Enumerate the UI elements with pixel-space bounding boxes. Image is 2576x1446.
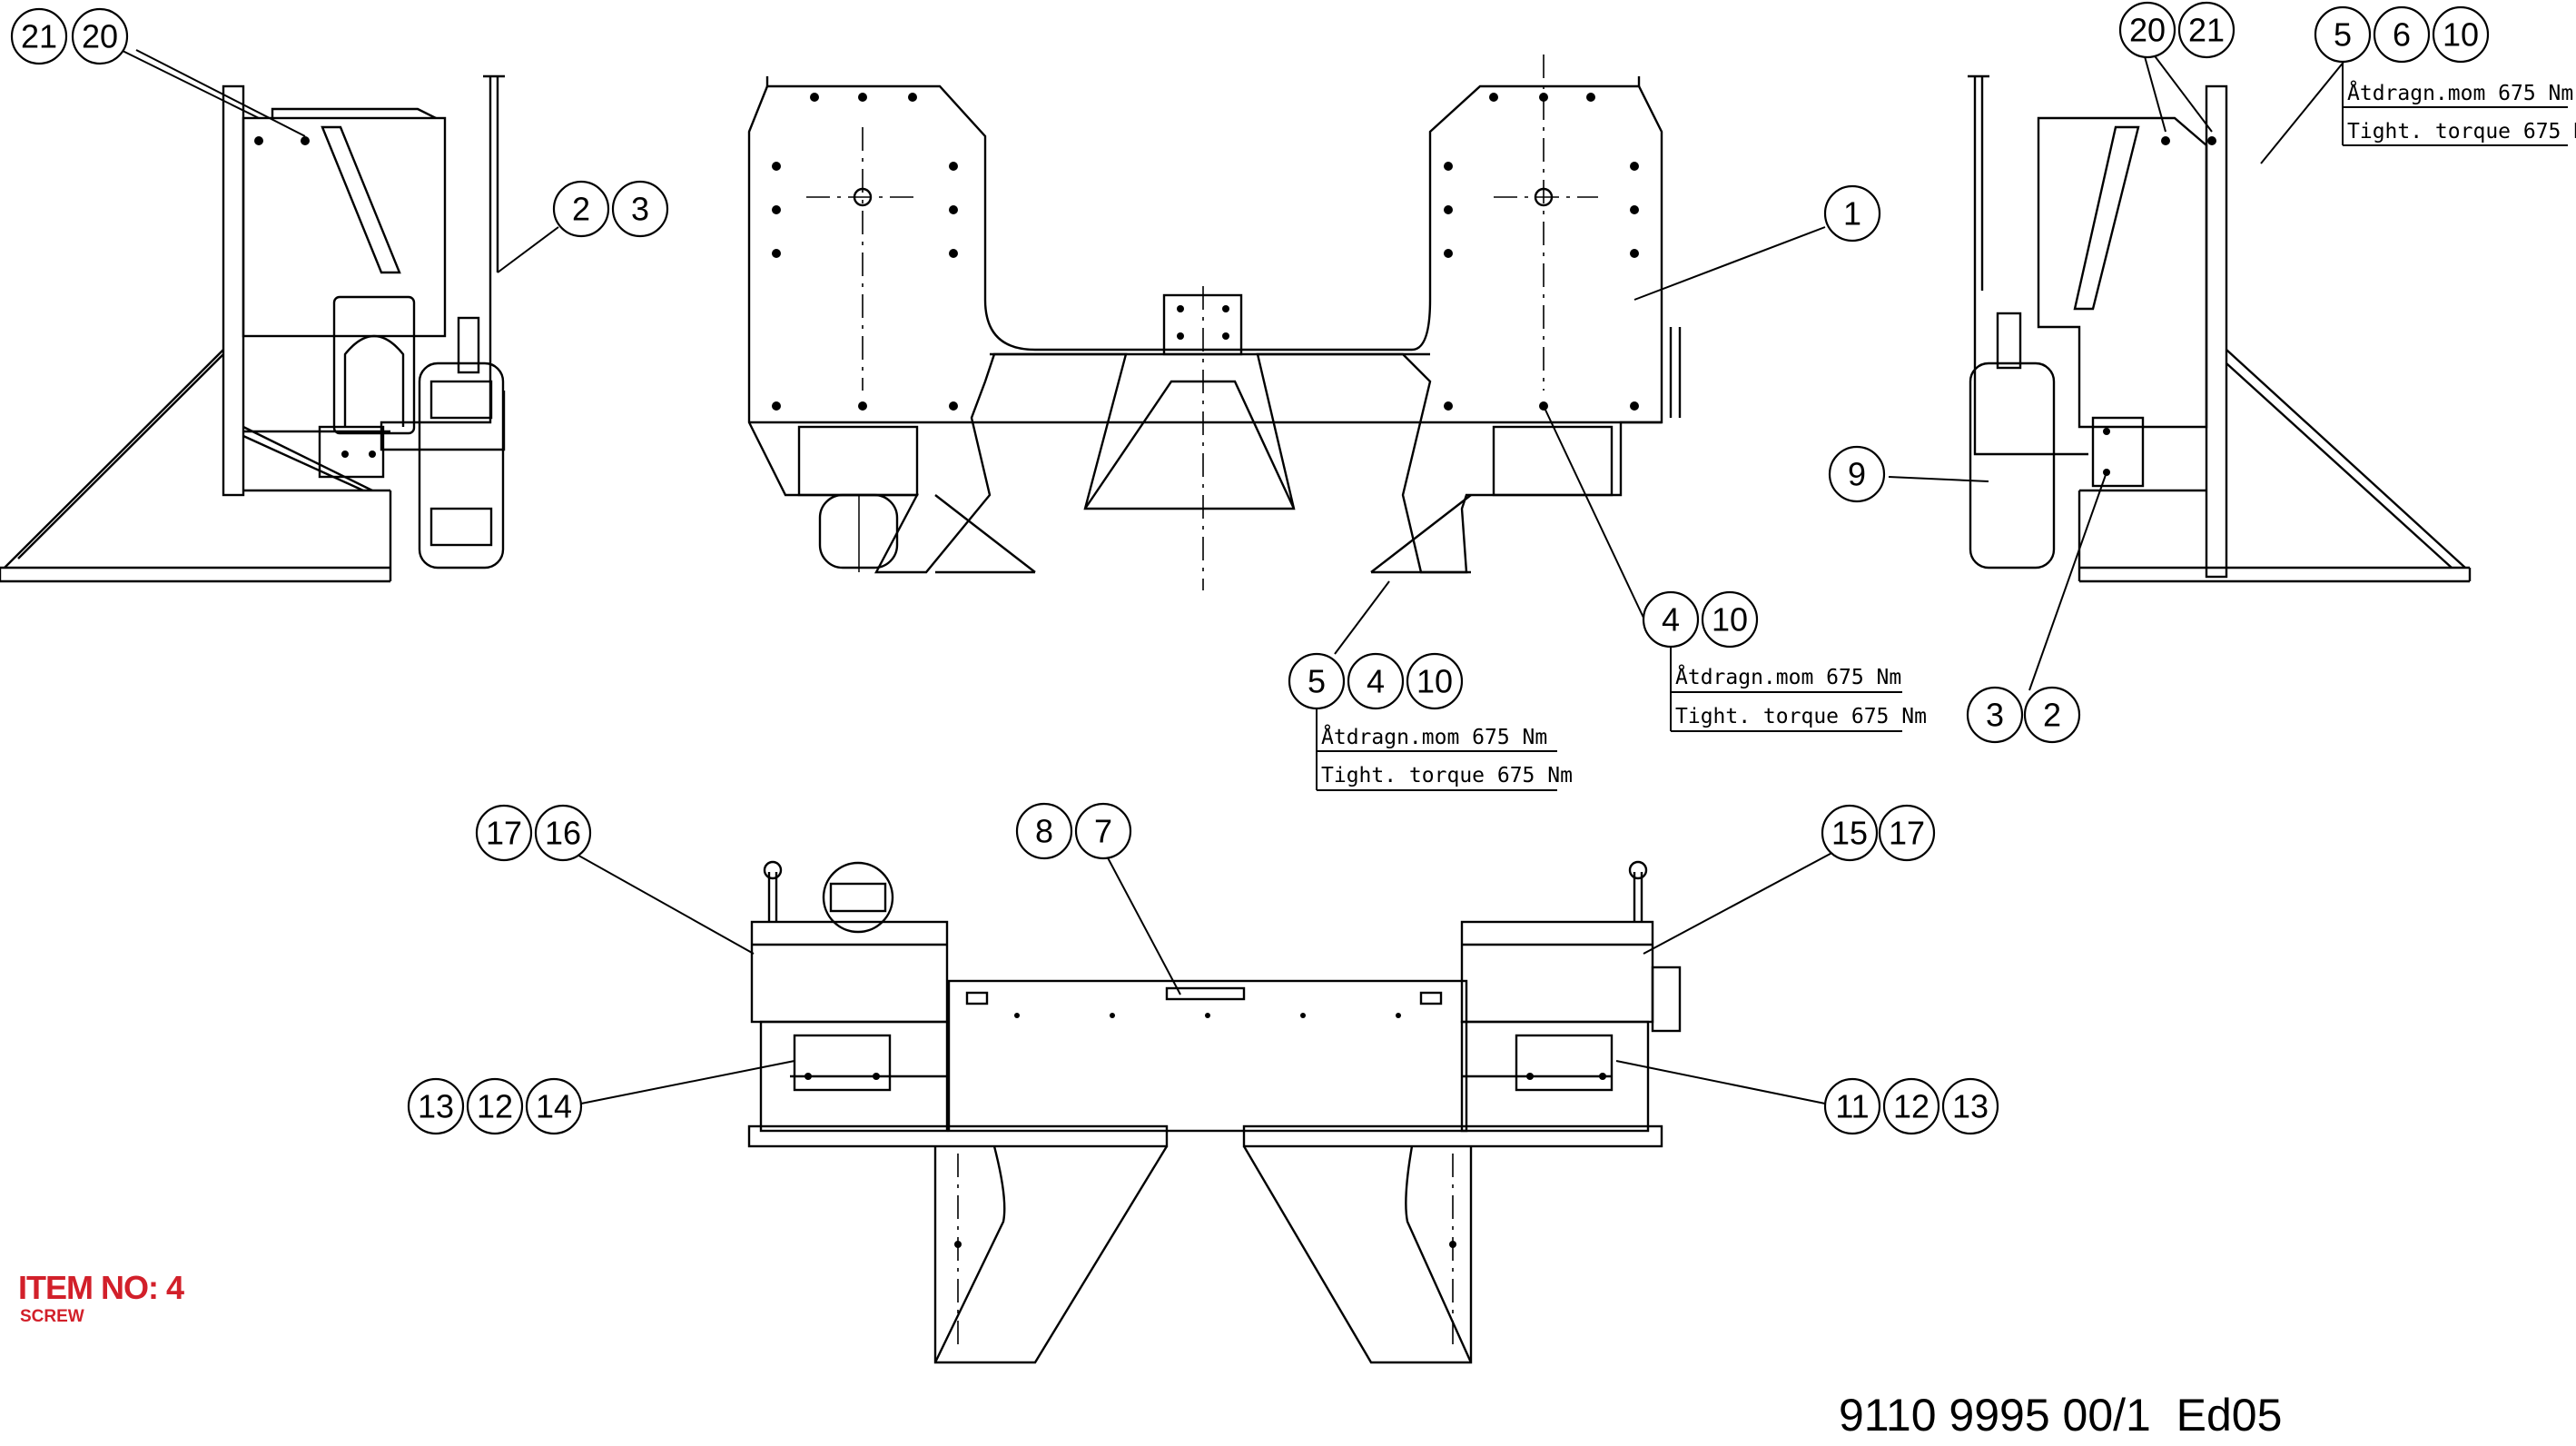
item-number-label: ITEM NO: 4 xyxy=(18,1269,184,1306)
balloon-17: 17 xyxy=(1878,804,1936,862)
svg-text:17: 17 xyxy=(486,815,522,852)
balloon-6: 6 xyxy=(2373,5,2431,64)
plan-view-bottom xyxy=(747,860,1682,1364)
torque-note-line-2: Tight. torque 675 Nm xyxy=(2347,120,2576,144)
balloon-16: 16 xyxy=(534,804,592,862)
side-view-left xyxy=(0,74,506,583)
balloon-5: 5 xyxy=(1288,652,1346,710)
svg-text:2: 2 xyxy=(2043,697,2061,734)
balloon-7: 7 xyxy=(1074,802,1132,860)
svg-text:12: 12 xyxy=(477,1088,513,1125)
svg-text:21: 21 xyxy=(21,18,57,55)
svg-text:11: 11 xyxy=(1835,1088,1869,1125)
balloon-8: 8 xyxy=(1015,802,1073,860)
balloon-10: 10 xyxy=(2432,5,2490,64)
balloon-3: 3 xyxy=(1966,686,2024,744)
svg-text:3: 3 xyxy=(631,191,649,228)
balloon-21: 21 xyxy=(2177,1,2235,59)
torque-note-line-1: Åtdragn.mom 675 Nm xyxy=(1321,724,1547,749)
svg-text:15: 15 xyxy=(1831,815,1868,852)
svg-text:5: 5 xyxy=(1308,663,1326,700)
balloon-14: 14 xyxy=(525,1077,583,1135)
svg-text:10: 10 xyxy=(1712,601,1748,639)
side-view-right xyxy=(1968,74,2472,583)
svg-text:3: 3 xyxy=(1986,697,2004,734)
torque-note-bottom: Åtdragn.mom 675 Nm Tight. torque 675 Nm xyxy=(1316,708,1573,791)
balloon-20: 20 xyxy=(71,7,129,65)
bolt-hole-grid xyxy=(772,93,1639,411)
balloon-3: 3 xyxy=(611,180,669,238)
balloon-11: 11 xyxy=(1823,1077,1881,1135)
balloon-12: 12 xyxy=(466,1077,524,1135)
balloon-1: 1 xyxy=(1823,184,1881,243)
svg-text:6: 6 xyxy=(2393,16,2411,54)
svg-text:20: 20 xyxy=(2129,12,2166,49)
svg-text:16: 16 xyxy=(545,815,581,852)
svg-text:13: 13 xyxy=(1952,1088,1989,1125)
svg-text:20: 20 xyxy=(82,18,118,55)
svg-text:10: 10 xyxy=(1416,663,1453,700)
balloon-12: 12 xyxy=(1882,1077,1940,1135)
balloon-21: 21 xyxy=(10,7,68,65)
torque-note-line-1: Åtdragn.mom 675 Nm xyxy=(1675,664,1901,689)
leader-lines xyxy=(120,40,2362,1104)
torque-note-line-2: Tight. torque 675 Nm xyxy=(1321,764,1573,787)
balloon-13: 13 xyxy=(1941,1077,1999,1135)
balloon-5: 5 xyxy=(2314,5,2372,64)
balloon-4: 4 xyxy=(1642,590,1700,649)
svg-text:13: 13 xyxy=(418,1088,454,1125)
item-description: SCREW xyxy=(20,1307,84,1326)
svg-text:21: 21 xyxy=(2188,12,2225,49)
svg-text:7: 7 xyxy=(1094,813,1112,850)
balloon-17: 17 xyxy=(475,804,533,862)
balloon-20: 20 xyxy=(2118,1,2176,59)
balloon-2: 2 xyxy=(2023,686,2081,744)
svg-text:10: 10 xyxy=(2443,16,2479,54)
torque-note-middle: Åtdragn.mom 675 Nm Tight. torque 675 Nm xyxy=(1670,647,1927,732)
svg-text:2: 2 xyxy=(572,191,590,228)
svg-text:8: 8 xyxy=(1035,813,1053,850)
balloon-9: 9 xyxy=(1828,445,1886,503)
svg-text:5: 5 xyxy=(2334,16,2352,54)
svg-text:14: 14 xyxy=(536,1088,572,1125)
svg-text:1: 1 xyxy=(1843,195,1861,233)
balloon-13: 13 xyxy=(407,1077,465,1135)
svg-text:4: 4 xyxy=(1662,601,1680,639)
svg-text:17: 17 xyxy=(1889,815,1925,852)
svg-text:9: 9 xyxy=(1848,456,1866,493)
balloon-4: 4 xyxy=(1347,652,1405,710)
document-number: 9110 9995 00/1 Ed05 xyxy=(1839,1390,2283,1441)
balloon-15: 15 xyxy=(1821,804,1879,862)
torque-note-top-right: Åtdragn.mom 675 Nm Tight. torque 675 Nm xyxy=(2342,62,2576,146)
balloon-10: 10 xyxy=(1701,590,1759,649)
svg-text:12: 12 xyxy=(1893,1088,1930,1125)
front-view-top xyxy=(747,54,1682,590)
torque-note-line-2: Tight. torque 675 Nm xyxy=(1675,705,1927,728)
torque-note-line-1: Åtdragn.mom 675 Nm xyxy=(2347,80,2573,105)
balloons: 21 20 2 3 1 4 10 5 4 10 20 21 5 6 10 9 3… xyxy=(10,1,2490,1135)
balloon-2: 2 xyxy=(552,180,610,238)
balloon-10: 10 xyxy=(1406,652,1464,710)
svg-text:4: 4 xyxy=(1367,663,1385,700)
